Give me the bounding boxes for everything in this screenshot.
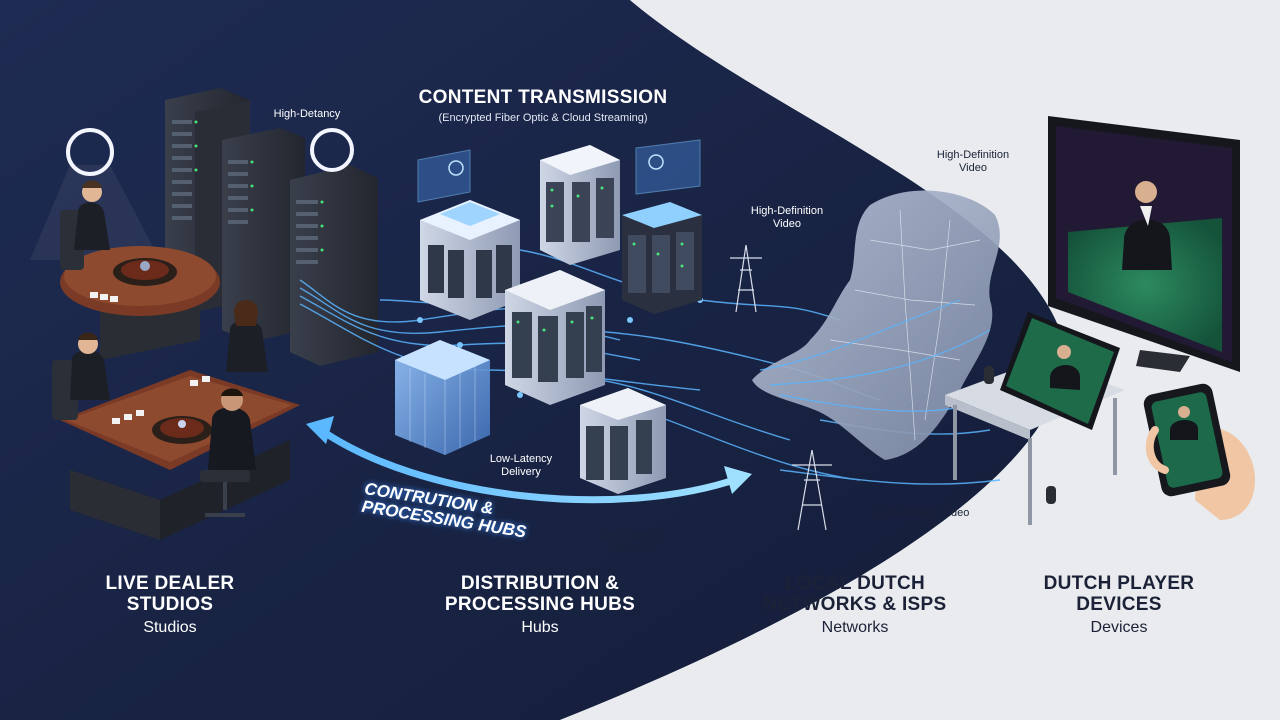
- stage-title-line2: NETWORKS & ISPS: [763, 593, 947, 615]
- header-title: CONTENT TRANSMISSION: [418, 87, 668, 108]
- roulette-table-upper: [60, 246, 220, 360]
- stage-subtitle: Studios: [143, 619, 197, 637]
- transmission-arc-arrow: [306, 416, 752, 504]
- stage-title-line2: DEVICES: [1076, 593, 1162, 615]
- stage-title-line2: STUDIOS: [126, 593, 214, 615]
- tablet: [1000, 312, 1120, 430]
- hub-cluster-d: [505, 270, 605, 405]
- label-hd-video-bottom: Ligh-Defition Video: [876, 507, 970, 519]
- label-hd-video-top: High-Definition Video: [936, 149, 1010, 174]
- smartphone: [1143, 383, 1255, 520]
- label-low-latency-2: Low-Latency Delivery: [599, 529, 663, 554]
- power-tower-top: [730, 244, 762, 313]
- tv-screen: [1048, 116, 1240, 372]
- hub-cluster-a: [420, 200, 520, 320]
- netherlands-map: [752, 190, 1000, 460]
- stage-title-line1: LOCAL DUTCH: [784, 573, 926, 594]
- stage-title-line2: PROCESSING HUBS: [444, 593, 636, 615]
- stage-title-line1: LIVE DEALER: [105, 573, 235, 594]
- stage-subtitle: Networks: [821, 619, 889, 637]
- dealer-upper: [60, 180, 110, 270]
- holographic-panels: [417, 139, 701, 203]
- label-hd-video-mid: High-Definition Video: [750, 205, 824, 230]
- stage-title-line1: DISTRIBUTION &: [460, 573, 620, 594]
- hub-cluster-e: [580, 388, 666, 494]
- hub-cluster-c: [622, 202, 702, 314]
- stage-subtitle: Hubs: [521, 619, 559, 637]
- stage-local-networks: LOCAL DUTCH NETWORKS & ISPS Networks: [750, 573, 960, 637]
- header: CONTENT TRANSMISSION (Encrypted Fiber Op…: [388, 87, 698, 124]
- power-tower-bottom: [792, 449, 832, 531]
- stage-live-dealer: LIVE DEALER STUDIOS Studios: [80, 573, 260, 637]
- stage-distribution: DISTRIBUTION & PROCESSING HUBS Hubs: [430, 573, 650, 637]
- label-low-latency-1: Low-Latency Delivery: [489, 453, 553, 478]
- stage-subtitle: Devices: [1090, 619, 1148, 637]
- glass-cube: [395, 340, 490, 455]
- label-high-detancy: High-Detancy: [273, 108, 341, 120]
- header-subtitle: (Encrypted Fiber Optic & Cloud Streaming…: [438, 111, 648, 124]
- stage-title-line1: DUTCH PLAYER: [1043, 573, 1195, 594]
- hub-cluster-b: [540, 145, 620, 265]
- players-lower: [52, 300, 268, 517]
- stage-player-devices: DUTCH PLAYER DEVICES Devices: [1034, 573, 1204, 637]
